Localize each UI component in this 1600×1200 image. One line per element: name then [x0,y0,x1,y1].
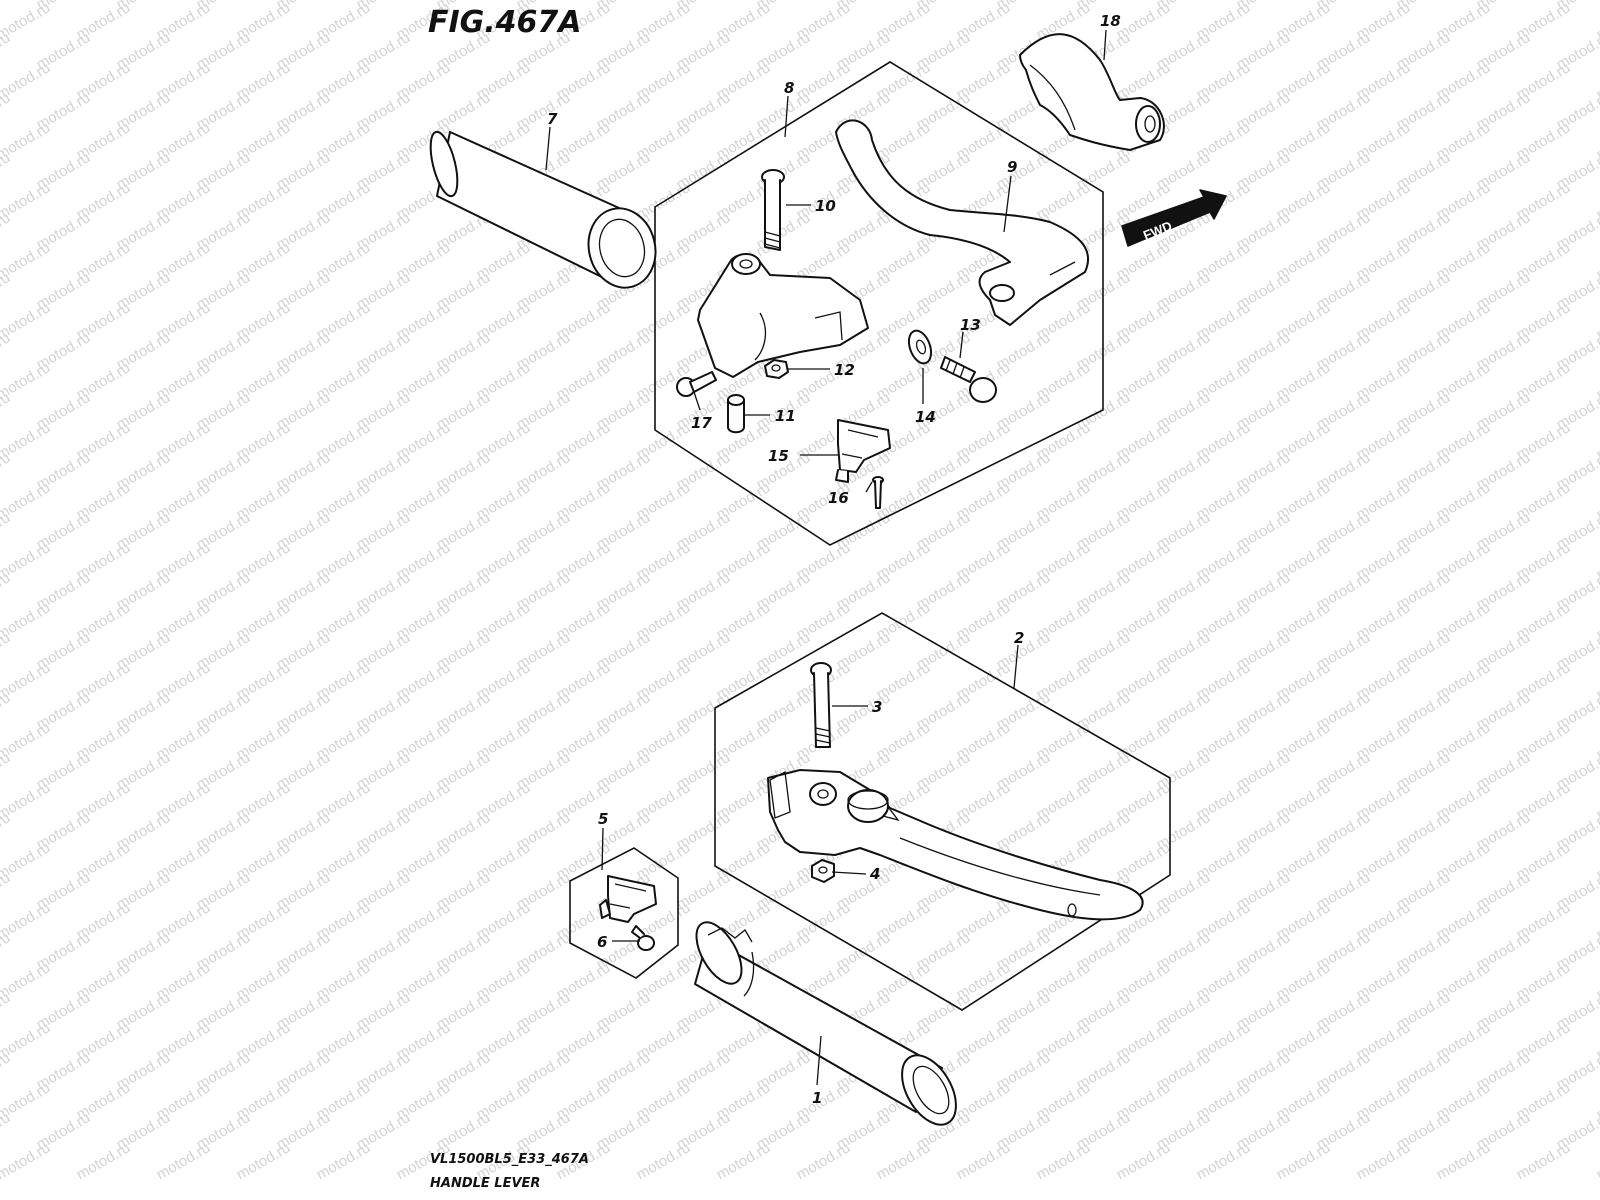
callout-3: 3 [872,698,882,716]
watermark-text: motod.ru [874,1139,934,1183]
callout-7: 7 [547,110,558,128]
watermark-text: motod.ru [954,1139,1014,1183]
watermark-text: motod.ru [1594,1139,1600,1183]
watermark-text: motod.ru [1274,1139,1334,1183]
watermark-text: motod.ru [74,1139,134,1183]
callout-17: 17 [691,414,712,432]
callout-18: 18 [1100,12,1121,30]
figure-name: HANDLE LEVER [430,1176,540,1191]
watermark-text: motod.ru [314,1139,374,1183]
lever-cover-part-18 [1019,33,1165,151]
watermark-text: motod.ru [1114,1139,1174,1183]
callout-4: 4 [869,865,880,883]
watermark-text: motod.ru [0,0,13,13]
callout-1: 1 [812,1089,822,1107]
grip-part-7 [429,130,657,289]
callout-11: 11 [775,407,796,425]
watermark-text: motod.ru [794,1139,854,1183]
watermark-text: motod.ru [234,1139,294,1183]
watermark-text: motod.ru [1514,1139,1574,1183]
callout-2: 2 [1014,629,1024,647]
callout-10: 10 [815,197,836,215]
callout-5: 5 [598,810,608,828]
callout-13: 13 [960,316,981,334]
watermark-text: motod.ru [1354,1139,1414,1183]
nut-part-4 [811,859,835,883]
watermark-text: motod.ru [0,1139,53,1183]
spacer-part-11 [727,394,745,434]
callout-12: 12 [834,361,855,379]
callout-15: 15 [768,447,789,465]
pivot-bolt-part-3 [810,662,832,748]
callout-14: 14 [915,408,936,426]
nut-part-12 [764,359,789,379]
callout-16: 16 [828,489,849,507]
callout-6: 6 [597,933,607,951]
figure-code: VL1500BL5_E33_467A [430,1152,589,1167]
callout-9: 9 [1007,158,1017,176]
watermark-text: motod.ru [1434,1139,1494,1183]
figure-title: FIG.467A [428,5,582,40]
watermark-text: motod.ru [1034,1139,1094,1183]
callout-8: 8 [784,79,794,97]
watermark-text: motod.ru [154,1139,214,1183]
watermark-text: motod.ru [714,1139,774,1183]
watermark-text: motod.ru [1194,1139,1254,1183]
watermark-text: motod.ru [634,1139,694,1183]
pivot-bolt-part-10 [761,169,785,251]
